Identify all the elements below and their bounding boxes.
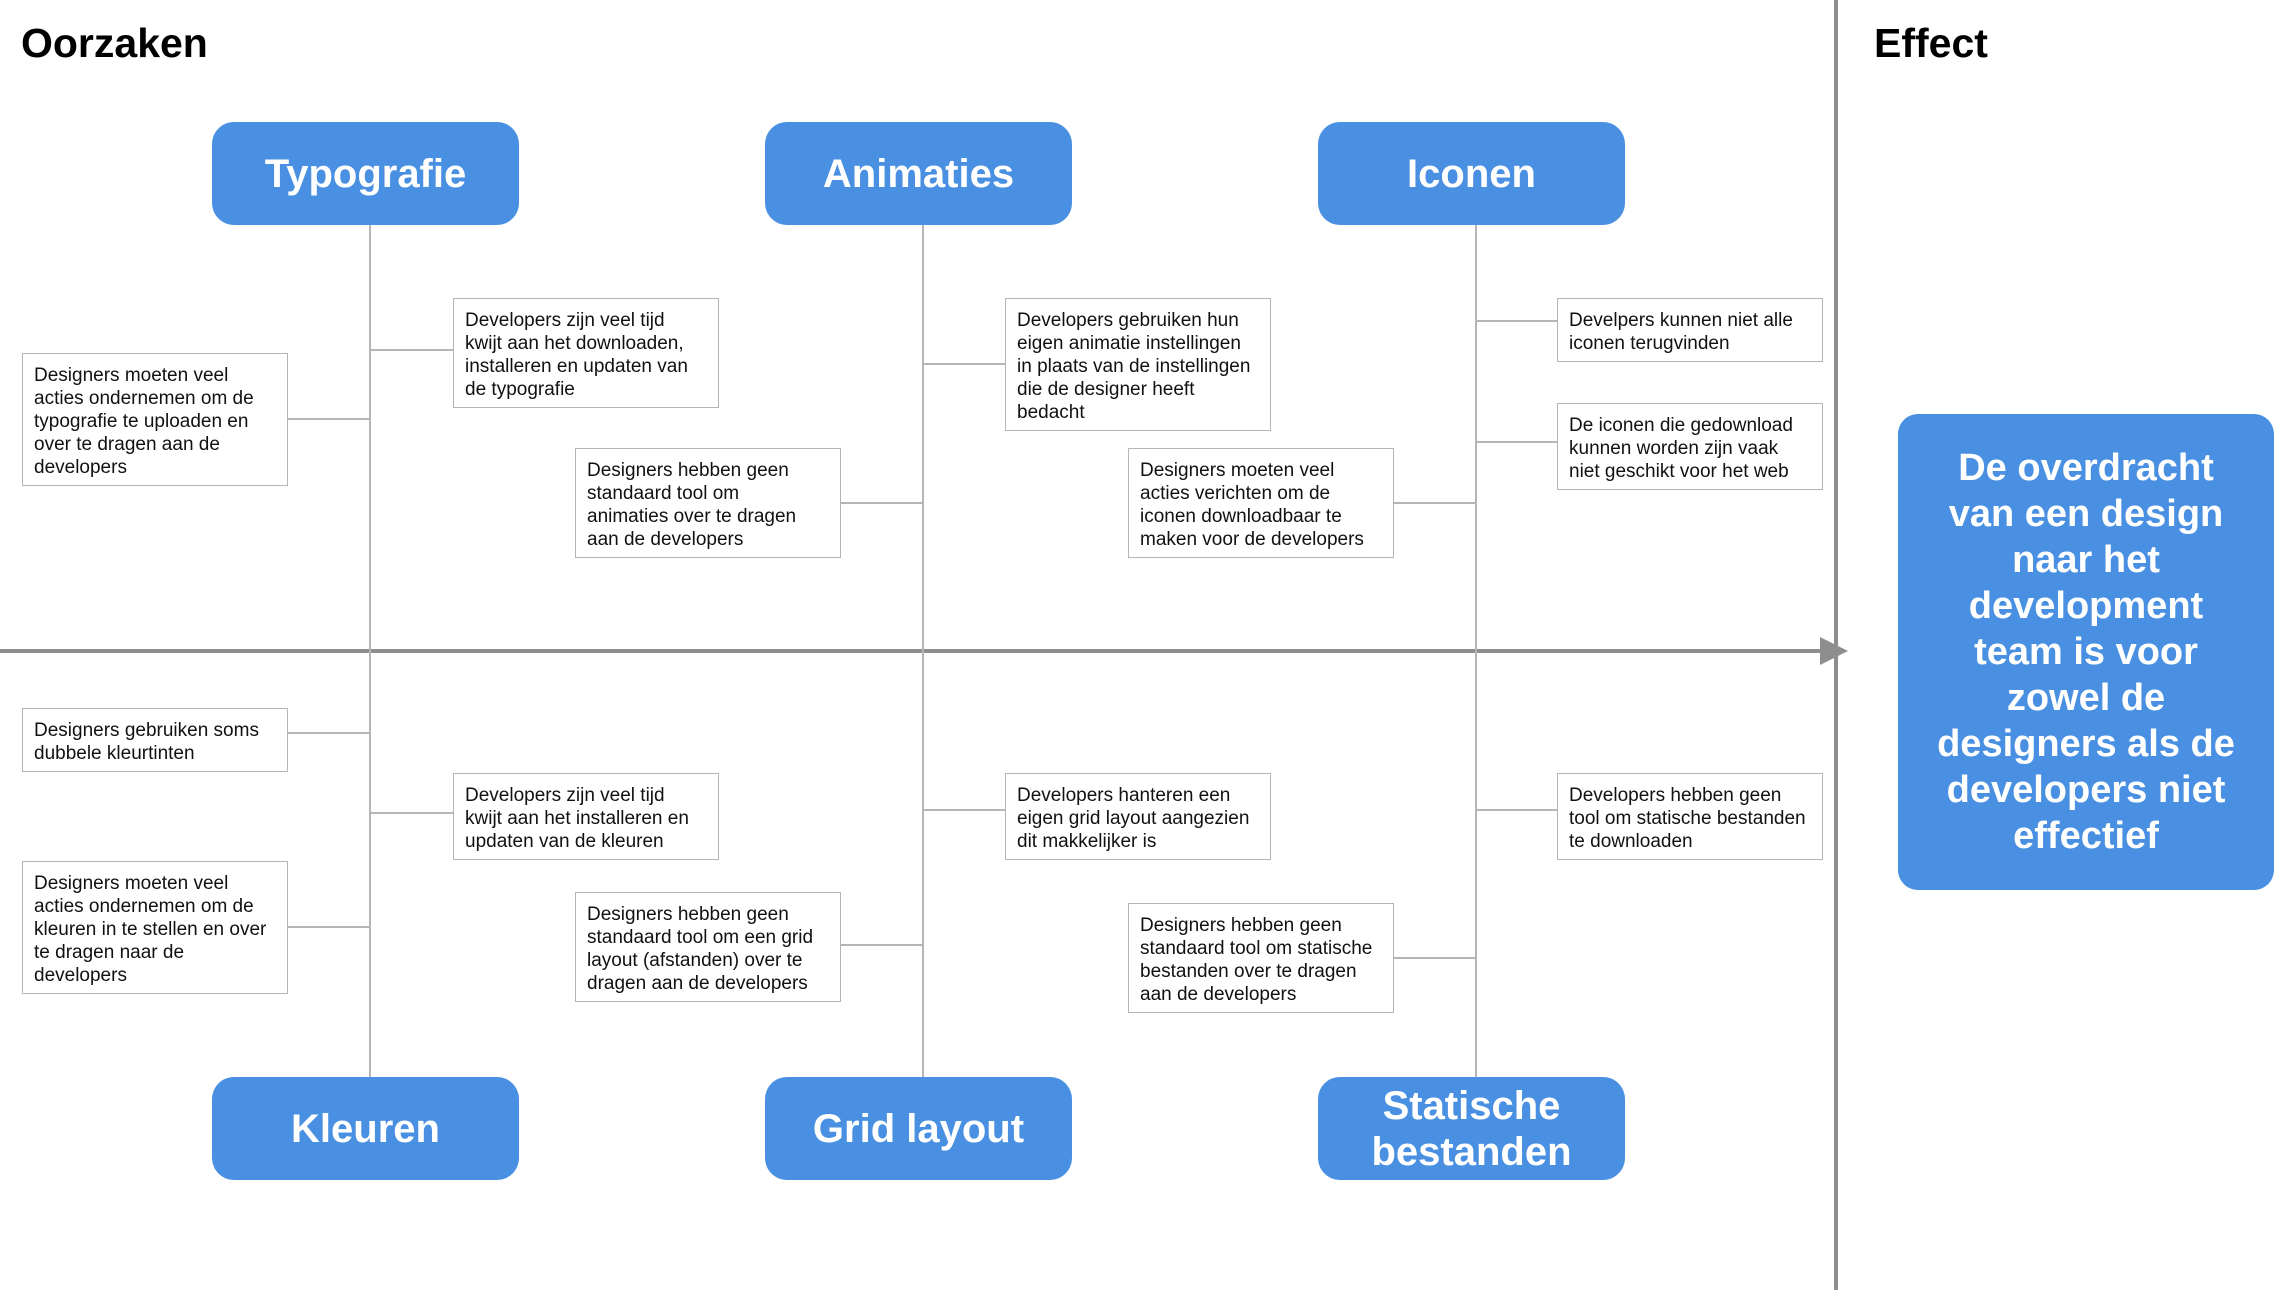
effect-heading: Effect <box>1874 20 1988 66</box>
spine-arrowhead <box>1820 637 1848 665</box>
category-statische-bestanden: Statische bestanden <box>1318 1077 1625 1180</box>
cause-box: Developers gebruiken hun eigen animatie … <box>1005 298 1271 431</box>
causes-heading: Oorzaken <box>21 20 208 66</box>
category-grid-layout: Grid layout <box>765 1077 1072 1180</box>
cause-box: Designers moeten veel acties ondernemen … <box>22 353 288 486</box>
cause-box: Developers hebben geen tool om statische… <box>1557 773 1823 860</box>
cause-box: Designers hebben geen standaard tool om … <box>1128 903 1394 1013</box>
cause-box: De iconen die gedownload kunnen worden z… <box>1557 403 1823 490</box>
cause-box: Develpers kunnen niet alle iconen terugv… <box>1557 298 1823 362</box>
category-iconen: Iconen <box>1318 122 1625 225</box>
cause-box: Developers zijn veel tijd kwijt aan het … <box>453 298 719 408</box>
cause-box: Developers zijn veel tijd kwijt aan het … <box>453 773 719 860</box>
category-kleuren: Kleuren <box>212 1077 519 1180</box>
category-animaties: Animaties <box>765 122 1072 225</box>
cause-box: Designers moeten veel acties ondernemen … <box>22 861 288 994</box>
cause-box: Designers hebben geen standaard tool om … <box>575 892 841 1002</box>
category-typografie: Typografie <box>212 122 519 225</box>
cause-box: Designers gebruiken soms dubbele kleurti… <box>22 708 288 772</box>
cause-box: Designers hebben geen standaard tool om … <box>575 448 841 558</box>
cause-box: Developers hanteren een eigen grid layou… <box>1005 773 1271 860</box>
effect-box: De overdracht van een design naar het de… <box>1898 414 2274 890</box>
cause-box: Designers moeten veel acties verichten o… <box>1128 448 1394 558</box>
